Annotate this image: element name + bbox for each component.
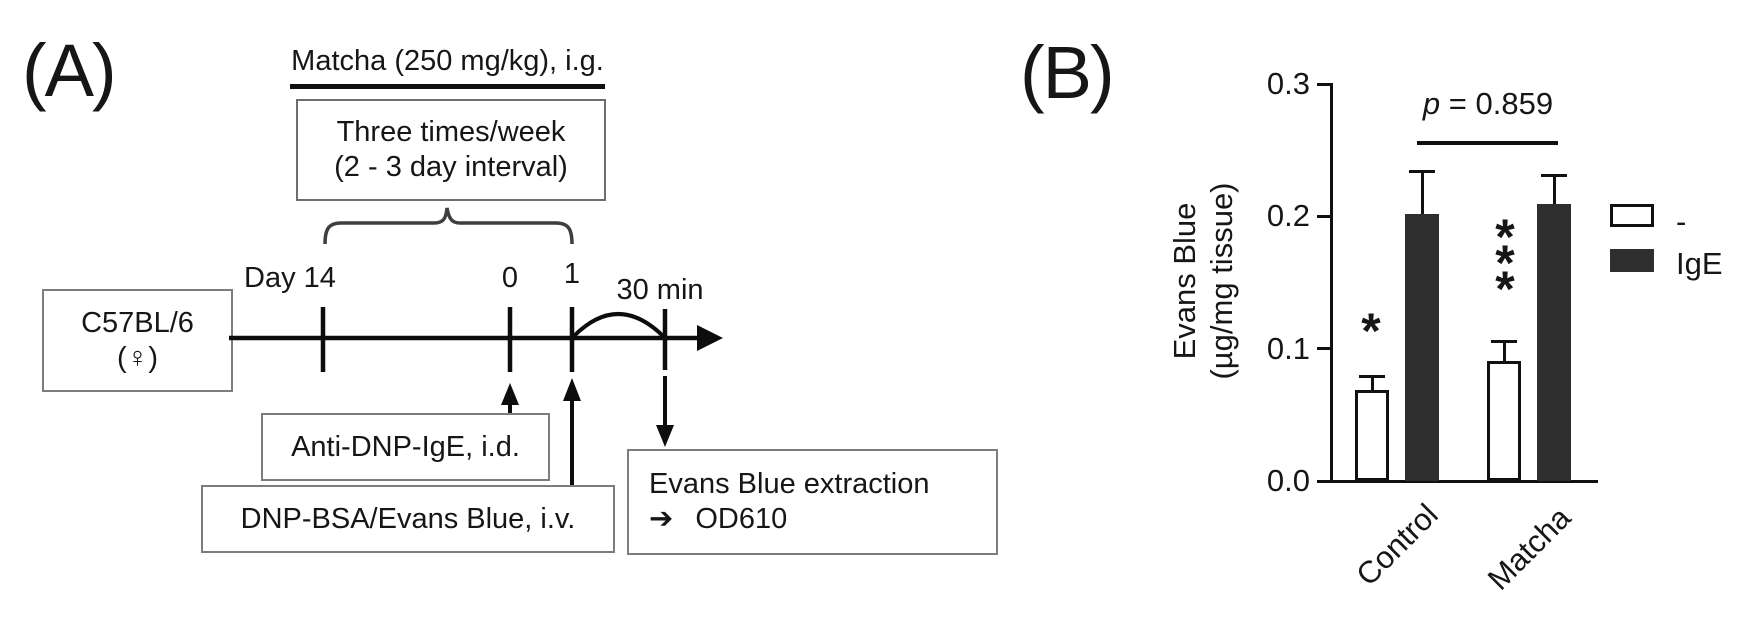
- p-value-annotation: p = 0.859: [1408, 86, 1568, 122]
- treatment-underline: [290, 84, 605, 89]
- error-bar-cap: [1541, 174, 1567, 178]
- legend-label-ige: IgE: [1676, 246, 1723, 281]
- ige-box-label: Anti-DNP-IgE, i.d.: [291, 430, 520, 463]
- p-symbol: p: [1422, 86, 1441, 121]
- subject-box: C57BL/6 (♀): [42, 289, 233, 392]
- p-value-text: = 0.859: [1448, 86, 1554, 121]
- extraction-od-label: OD610: [695, 503, 788, 535]
- ige-arrow-up-icon: [501, 383, 519, 405]
- timeline-day14-label: Day 14: [244, 262, 336, 294]
- y-tick-label: 0.1: [1266, 330, 1310, 366]
- legend-swatch-minus: [1610, 204, 1654, 227]
- subject-sex: (♀): [116, 341, 159, 374]
- error-bar-stem: [1420, 171, 1424, 214]
- y-tick-label: 0.2: [1266, 198, 1310, 234]
- bar-control-ige: [1405, 213, 1439, 481]
- timeline-day0-label: 0: [501, 262, 519, 294]
- 30min-arc: [572, 312, 665, 338]
- schedule-line1: Three times/week: [336, 116, 566, 148]
- timeline-arrowhead-icon: [697, 325, 723, 351]
- x-category-matcha: Matcha: [1481, 500, 1578, 597]
- y-axis-title: Evans Blue (µg/mg tissue): [1166, 182, 1240, 379]
- schedule-brace: [323, 207, 574, 245]
- y-tick-mark: [1317, 347, 1330, 351]
- extraction-line1: Evans Blue extraction: [649, 468, 930, 500]
- challenge-box-label: DNP-BSA/Evans Blue, i.v.: [240, 502, 576, 535]
- timeline-30min-label: 30 min: [616, 274, 704, 306]
- challenge-box: DNP-BSA/Evans Blue, i.v.: [201, 485, 615, 553]
- ige-box: Anti-DNP-IgE, i.d.: [261, 413, 550, 481]
- significance-matcha-minus: * * *: [1495, 209, 1515, 317]
- legend-swatch-ige: [1610, 249, 1654, 272]
- error-bar-stem: [1552, 175, 1556, 205]
- p-comparison-line: [1417, 141, 1558, 145]
- y-axis-title-line2: (µg/mg tissue): [1204, 182, 1239, 380]
- y-tick-mark: [1317, 214, 1330, 218]
- extraction-box: Evans Blue extraction ➔ OD610: [627, 449, 998, 555]
- y-tick-mark: [1317, 82, 1330, 86]
- panel-a-label: (A): [22, 29, 117, 112]
- bar-matcha-ige: [1537, 204, 1571, 481]
- significance-control-minus: *: [1361, 303, 1381, 359]
- bar-control-minus: [1355, 389, 1389, 481]
- schedule-box: Three times/week (2 - 3 day interval): [296, 99, 606, 201]
- error-bar-cap: [1409, 170, 1435, 174]
- timeline-day1-label: 1: [563, 258, 581, 290]
- y-tick-label: 0.3: [1266, 66, 1310, 101]
- y-axis-title-line1: Evans Blue: [1167, 202, 1202, 360]
- error-bar-stem: [1370, 376, 1374, 390]
- subject-strain: C57BL/6: [81, 306, 194, 339]
- right-arrow-icon: ➔: [649, 503, 674, 535]
- y-tick-mark: [1317, 479, 1330, 483]
- panel-b-label: (B): [1020, 31, 1115, 114]
- legend-label-minus: -: [1676, 204, 1687, 239]
- error-bar-stem: [1502, 340, 1506, 361]
- x-category-control: Control: [1349, 497, 1445, 593]
- error-bar-cap: [1359, 375, 1385, 379]
- x-axis-line: [1330, 480, 1598, 483]
- extraction-arrow-down-icon: [656, 425, 674, 447]
- error-bar-cap: [1491, 339, 1517, 343]
- treatment-label: Matcha (250 mg/kg), i.g.: [291, 45, 604, 77]
- y-axis-line: [1330, 83, 1333, 483]
- challenge-arrow-up-icon: [563, 378, 581, 401]
- schedule-line2: (2 - 3 day interval): [334, 151, 568, 183]
- y-tick-label: 0.0: [1266, 463, 1310, 498]
- extraction-line2: ➔ OD610: [649, 502, 787, 537]
- bar-matcha-minus: [1487, 360, 1521, 481]
